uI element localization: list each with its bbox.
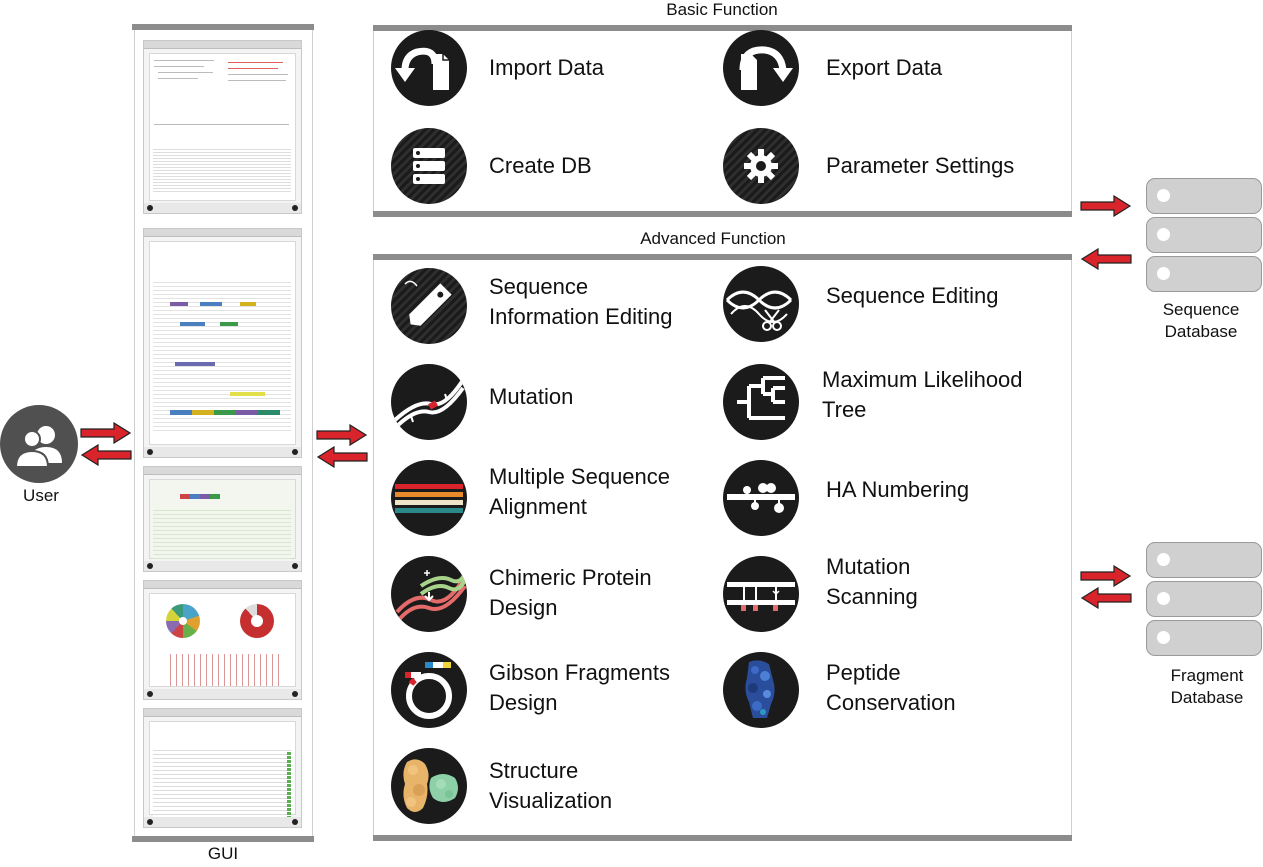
mutation-scanning-label: Mutation Scanning — [826, 554, 918, 609]
arrow-user-to-gui — [80, 422, 132, 444]
arrow-gui-to-functions — [316, 424, 368, 446]
dna-mutation-icon — [391, 364, 467, 440]
user-label: User — [23, 486, 59, 505]
parameter-settings-label: Parameter Settings — [826, 153, 1015, 178]
gui-screenshot-import — [143, 40, 302, 214]
basic-function-title: Basic Function — [666, 0, 778, 19]
gui-right-edge — [312, 30, 313, 836]
protein-structure-icon — [723, 652, 799, 728]
gui-bottom-bar — [132, 836, 314, 842]
basic-top-bar — [373, 25, 1072, 31]
ha-numbering-label: HA Numbering — [826, 477, 970, 502]
basic-left-edge — [373, 31, 374, 211]
arrow-gui-to-user — [80, 444, 132, 466]
gibson-fragments-design-label: Gibson Fragments Design — [489, 660, 670, 715]
gui-screenshot-table — [143, 708, 302, 828]
advanced-right-edge — [1071, 260, 1072, 835]
alignment-icon — [391, 460, 467, 536]
sequence-db-disk-2 — [1146, 217, 1262, 253]
basic-right-edge — [1071, 31, 1072, 211]
gui-screenshot-conservation — [143, 580, 302, 700]
fragment-db-disk-3 — [1146, 620, 1262, 656]
sequence-information-editing-label: Sequence Information Editing — [489, 274, 673, 329]
arrow-functions-to-gui — [316, 446, 368, 468]
peptide-conservation-label: Peptide Conservation — [826, 660, 956, 715]
gui-top-bar — [132, 24, 314, 30]
gui-screenshot-numbering — [143, 466, 302, 572]
fragment-db-disk-1 — [1146, 542, 1262, 578]
gui-screenshot-alignment — [143, 228, 302, 458]
database-icon — [391, 128, 467, 204]
advanced-function-title: Advanced Function — [640, 229, 786, 248]
advanced-left-edge — [373, 260, 374, 835]
plasmid-icon — [391, 652, 467, 728]
sequence-db-disk-1 — [1146, 178, 1262, 214]
sequence-database-label: Sequence Database — [1162, 300, 1240, 341]
chimeric-protein-design-label: Chimeric Protein Design — [489, 565, 652, 620]
advanced-top-bar — [373, 254, 1072, 260]
create-db-label: Create DB — [489, 153, 592, 178]
gear-icon — [723, 128, 799, 204]
arrow-to-sequence-db — [1080, 195, 1132, 217]
user-icon — [0, 405, 78, 483]
protein-surface-icon — [391, 748, 467, 824]
chimeric-dna-icon — [391, 556, 467, 632]
sequence-db-disk-3 — [1146, 256, 1262, 292]
export-data-icon — [723, 30, 799, 106]
phylogenetic-tree-icon — [723, 364, 799, 440]
export-data-label: Export Data — [826, 55, 943, 80]
multiple-sequence-alignment-label: Multiple Sequence Alignment — [489, 464, 671, 519]
dna-scissors-icon — [723, 266, 799, 342]
mutation-label: Mutation — [489, 384, 574, 409]
structure-visualization-label: Structure Visualization — [489, 758, 613, 813]
import-data-label: Import Data — [489, 55, 604, 80]
maximum-likelihood-tree-label: Maximum Likelihood Tree — [822, 367, 1023, 422]
sequence-editing-label: Sequence Editing — [826, 283, 999, 308]
advanced-bottom-bar — [373, 835, 1072, 841]
numbering-icon — [723, 460, 799, 536]
basic-bottom-bar — [373, 211, 1072, 217]
scanning-icon — [723, 556, 799, 632]
tag-icon — [391, 268, 467, 344]
arrow-from-sequence-db — [1080, 248, 1132, 270]
gui-label: GUI — [207, 844, 239, 863]
import-data-icon — [391, 30, 467, 106]
arrow-to-fragment-db — [1080, 565, 1132, 587]
fragment-db-disk-2 — [1146, 581, 1262, 617]
fragment-database-label: Fragment Database — [1170, 666, 1244, 707]
gui-left-edge — [134, 30, 135, 836]
arrow-from-fragment-db — [1080, 587, 1132, 609]
